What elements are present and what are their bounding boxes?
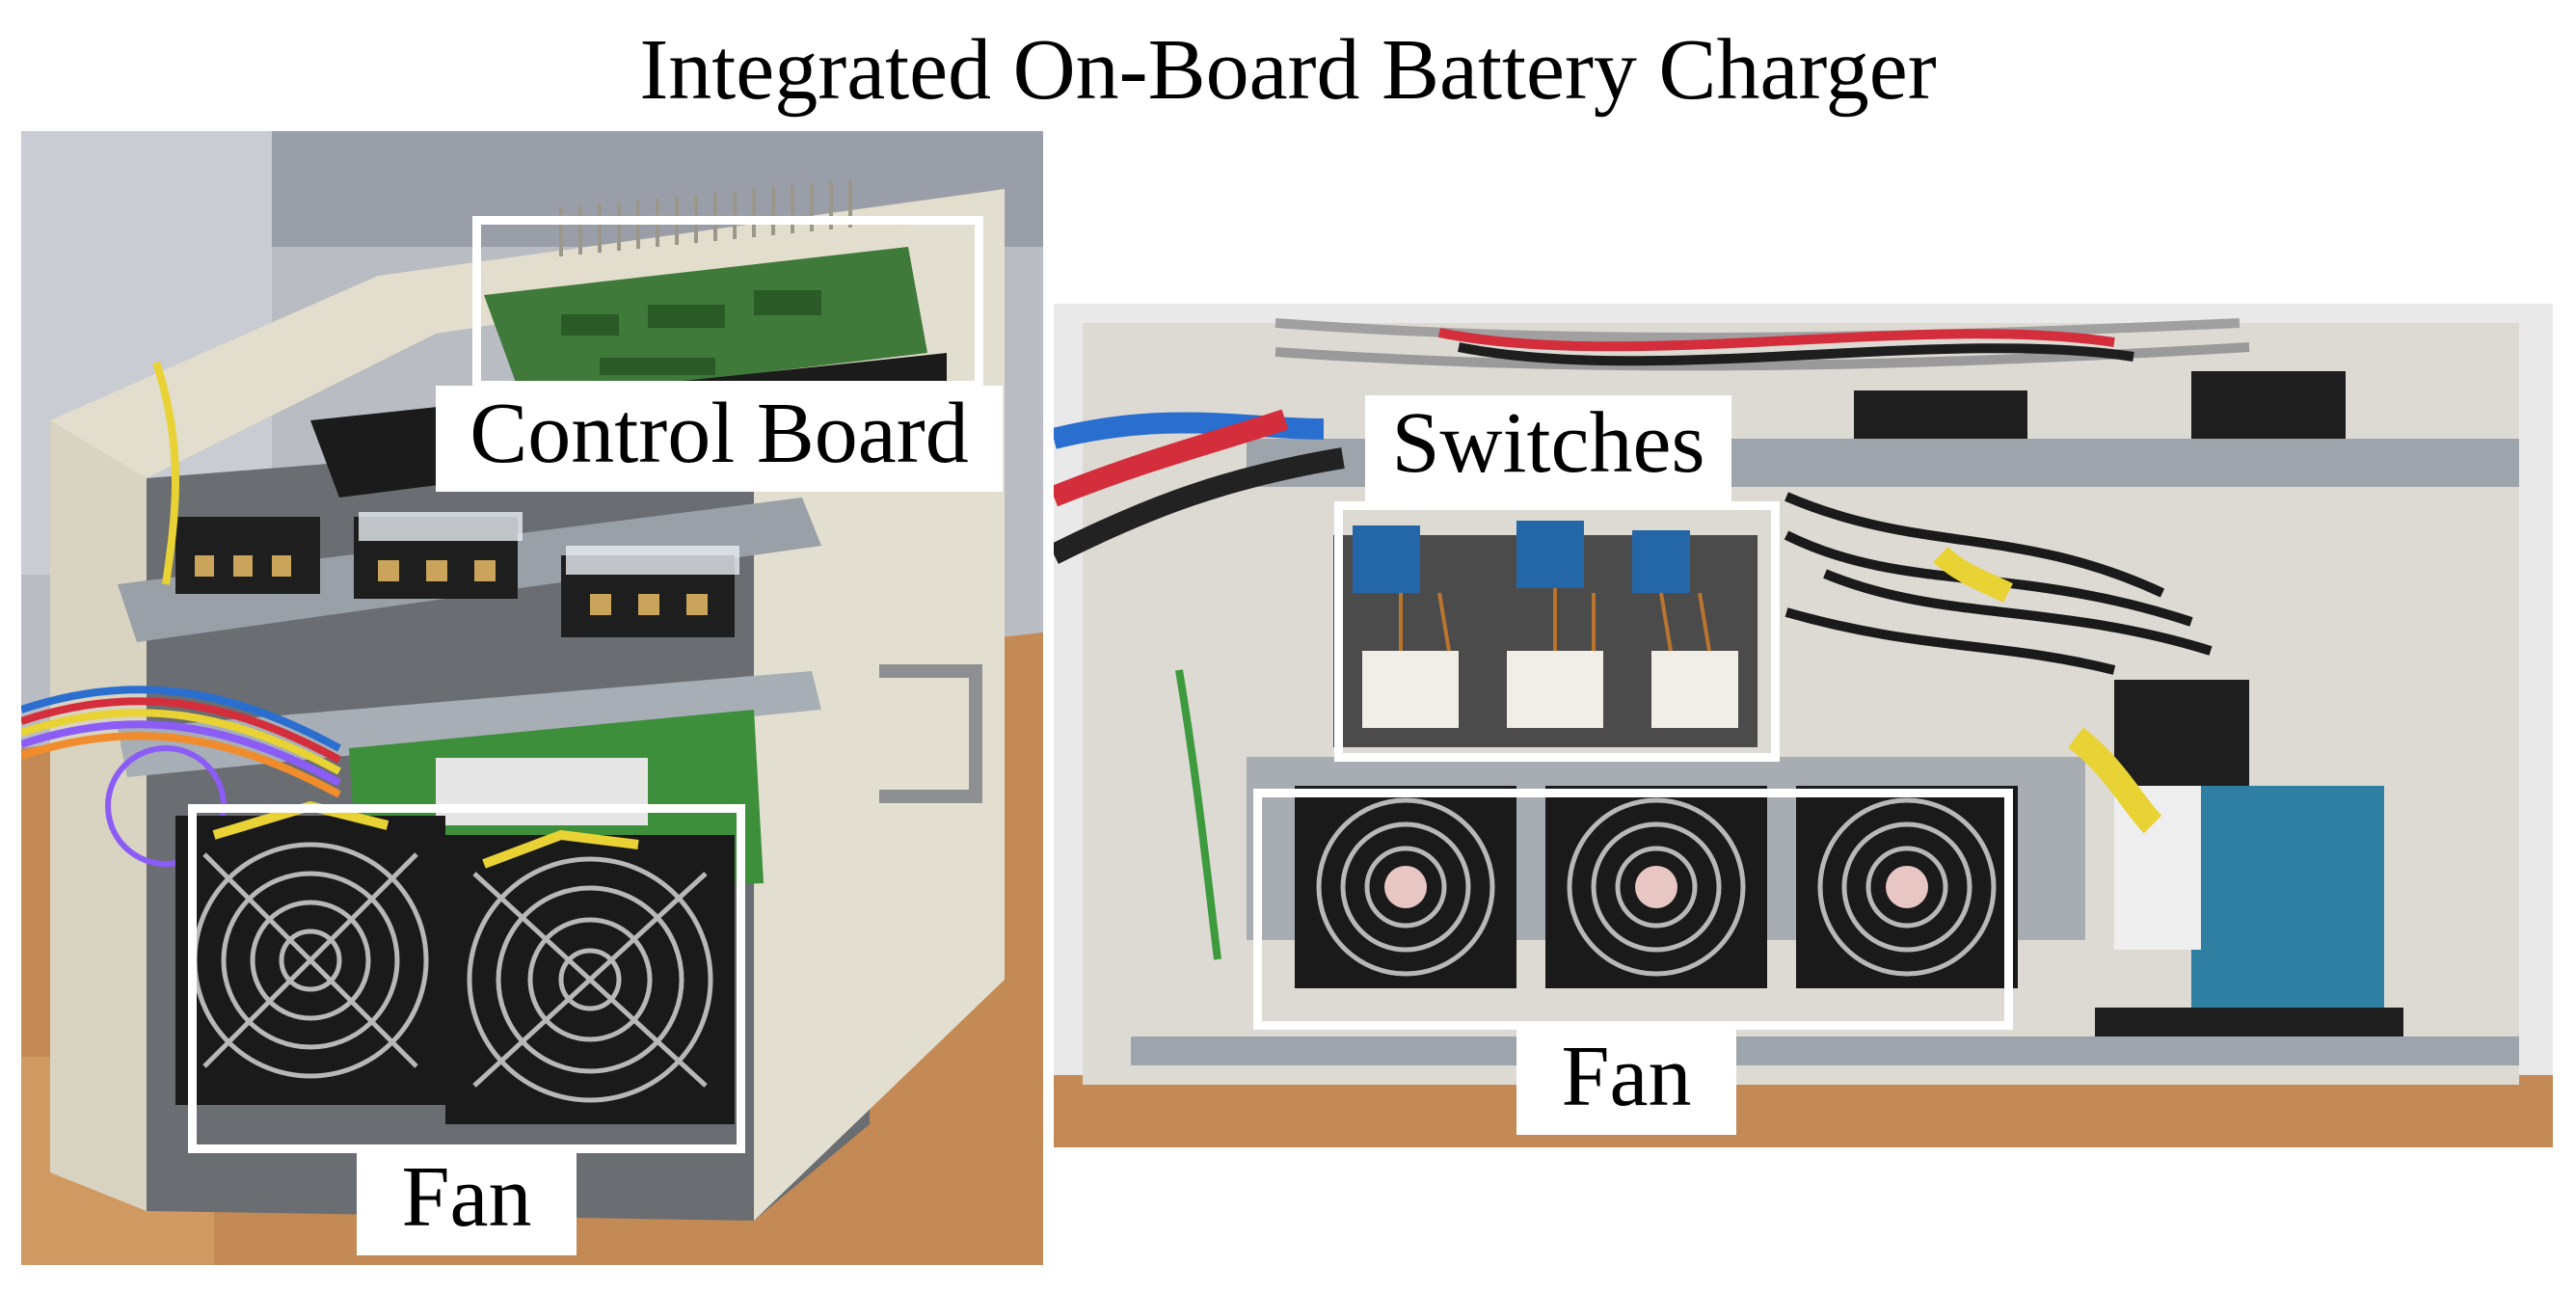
left-fan-callout [188,804,745,1153]
control-board-callout [472,216,983,390]
switches-label: Switches [1365,395,1731,501]
left-fan-label: Fan [357,1149,577,1255]
left-charger-illustration [21,131,1043,1265]
right-fan-label: Fan [1516,1029,1736,1135]
switches-callout [1334,501,1780,762]
left-charger-photo [21,131,1043,1265]
switch-module [1333,521,1758,747]
control-board-label: Control Board [436,386,1003,492]
figure-title: Integrated On-Board Battery Charger [639,22,1937,118]
transformer [2067,680,2403,1046]
left-fan-assembly [175,800,735,1124]
right-fan-callout [1253,789,2013,1030]
right-fan-assembly [1295,786,2018,988]
terminal-blocks [175,512,739,637]
